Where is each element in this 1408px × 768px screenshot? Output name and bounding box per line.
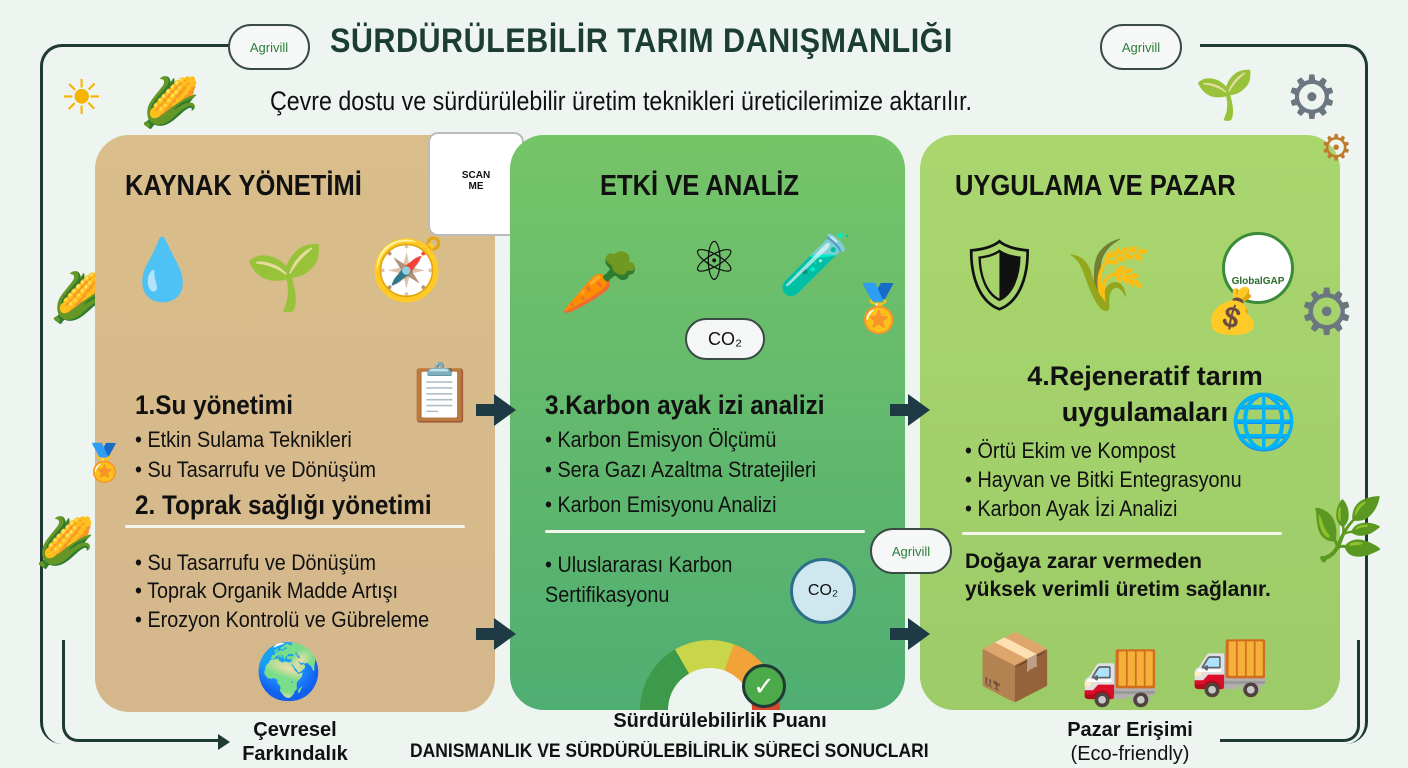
certificate-badge-icon: 🏅 (850, 282, 908, 334)
co2-label: CO₂ (807, 582, 839, 599)
globe-check-icon: 🌐 (1230, 392, 1298, 452)
arrow-shaft (890, 404, 910, 416)
globe-co2-icon: CO₂ (790, 558, 856, 624)
list-item: Etkin Sulama Teknikleri (135, 425, 351, 455)
water-drop-icon: 💧 (125, 236, 200, 303)
list-item: Su Tasarrufu ve Dönüşüm (135, 548, 376, 578)
arrow-right-icon (218, 734, 230, 750)
list-item: Karbon Emisyon Ölçümü (545, 425, 776, 455)
logo-text: Agrivill (249, 39, 289, 55)
caption-sustainability-score: Sürdürülebilirlik Puanı (613, 710, 827, 732)
list-item: Hayvan ve Bitki Entegrasyonu (965, 465, 1241, 495)
logo-cloud-mid: Agrivill (870, 528, 952, 574)
list-item: Su Tasarrufu ve Dönüşüm (135, 455, 376, 485)
caption-market-access: Pazar Erişimi (Eco-friendly) (1040, 718, 1220, 766)
caption-environmental-awareness: Çevresel Farkındalık (230, 718, 360, 766)
statement-line: Doğaya zarar vermeden (965, 550, 1202, 573)
caption-line: Pazar Erişimi (1067, 719, 1193, 741)
caption-line: (Eco-friendly) (1070, 743, 1190, 765)
truck-icon: 🚚 (1080, 636, 1160, 708)
logo-text: Agrivill (1121, 39, 1161, 55)
arrow-right-icon (908, 394, 930, 426)
test-tube-icon: 🧪 (778, 231, 853, 298)
statement: Doğaya zarar vermeden yüksek verimli üre… (965, 548, 1271, 604)
atom-icon: ⚛ (690, 232, 739, 292)
divider (962, 532, 1282, 535)
co2-label: CO₂ (708, 328, 742, 349)
check-icon: ✓ (742, 664, 786, 708)
title-gap (240, 38, 1200, 52)
arrow-shaft (476, 404, 496, 416)
list-item: Sera Gazı Azaltma Stratejileri (545, 455, 816, 485)
statement-line: yüksek verimli üretim sağlanır. (965, 578, 1271, 601)
list-item: Toprak Organik Madde Artışı (135, 576, 398, 606)
globalgap-badge: GlobalGAP (1222, 232, 1294, 304)
page-title: SÜRDÜRÜLEBİLİR TARIM DANIŞMANLIĞI (330, 22, 953, 60)
arrow-shaft (476, 628, 496, 640)
award-icon: 🏅 (82, 442, 127, 483)
section-heading: 2. Toprak sağlığı yönetimi (135, 490, 432, 520)
co2-cloud-icon: CO₂ (685, 318, 765, 360)
section-heading: 1.Su yönetimi (135, 390, 293, 420)
logo-cloud-right: Agrivill (1100, 24, 1182, 70)
corn-icon: 🌽 (35, 517, 95, 570)
sun-icon: ☀ (60, 72, 104, 125)
arrow-right-icon (908, 618, 930, 650)
arrow-right-icon (494, 618, 516, 650)
logo-cloud-left: Agrivill (228, 24, 310, 70)
panel-impact-analysis (510, 135, 905, 710)
badge-label: GlobalGAP (1231, 276, 1285, 287)
logo-text: Agrivill (891, 543, 931, 559)
seedling-soil-icon: 🌱 (245, 241, 325, 313)
flow-line-left (62, 640, 222, 742)
gear-icon: ⚙ (1320, 127, 1353, 168)
qr-label: SCAN ME (456, 170, 496, 192)
panel-title: KAYNAK YÖNETİMİ (125, 170, 362, 202)
subtitle: Çevre dostu ve sürdürülebilir üretim tek… (270, 86, 973, 116)
plant-icon: 🌿 (1310, 496, 1385, 563)
arrow-right-icon (494, 394, 516, 426)
caption-line: Farkındalık (242, 743, 348, 765)
shield-sun-icon: 🛡 (955, 236, 1044, 314)
checklist-icon: 📋 (405, 361, 475, 424)
section-heading: 3.Karbon ayak izi analizi (545, 390, 825, 420)
list-item: Örtü Ekim ve Kompost (965, 436, 1175, 466)
divider (125, 525, 465, 528)
arrow-shaft (890, 628, 910, 640)
hand-vegetables-icon: 🥕 (560, 246, 640, 318)
list-item: Uluslararası Karbon Sertifikasyonu (545, 550, 761, 610)
panel-title: ETKİ VE ANALİZ (600, 170, 799, 202)
caption-line: Çevresel (253, 719, 337, 741)
flow-line-right (1220, 640, 1360, 742)
gear-icon: ⚙ (1285, 64, 1339, 131)
list-item: Karbon Ayak İzi Analizi (965, 494, 1177, 524)
section-heading: 4.Rejeneratif tarım uygulamaları (1027, 361, 1263, 427)
qr-code[interactable]: SCAN ME (428, 132, 524, 236)
corn-icon: 🌽 (140, 77, 200, 130)
panel-application-market (920, 135, 1340, 710)
gear-icon: ⚙ (1298, 276, 1356, 348)
panel-title: UYGULAMA VE PAZAR (955, 170, 1236, 202)
box-icon: 📦 (975, 631, 1055, 703)
leaf-icon: 🌱 (1195, 69, 1255, 122)
divider (545, 530, 865, 533)
farm-layers-icon: 🌾 (1065, 236, 1153, 314)
compass-icon: 🧭 (370, 236, 445, 303)
money-bag-icon: 💰 (1205, 287, 1260, 336)
list-item: Erozyon Kontrolü ve Gübreleme (135, 605, 429, 635)
earth-sun-icon: 🌍 (255, 642, 323, 702)
footer-title: DANISMANLIK VE SÜRDÜRÜLEBİLİRLİK SÜRECİ … (410, 741, 929, 762)
list-item: Karbon Emisyonu Analizi (545, 490, 776, 520)
